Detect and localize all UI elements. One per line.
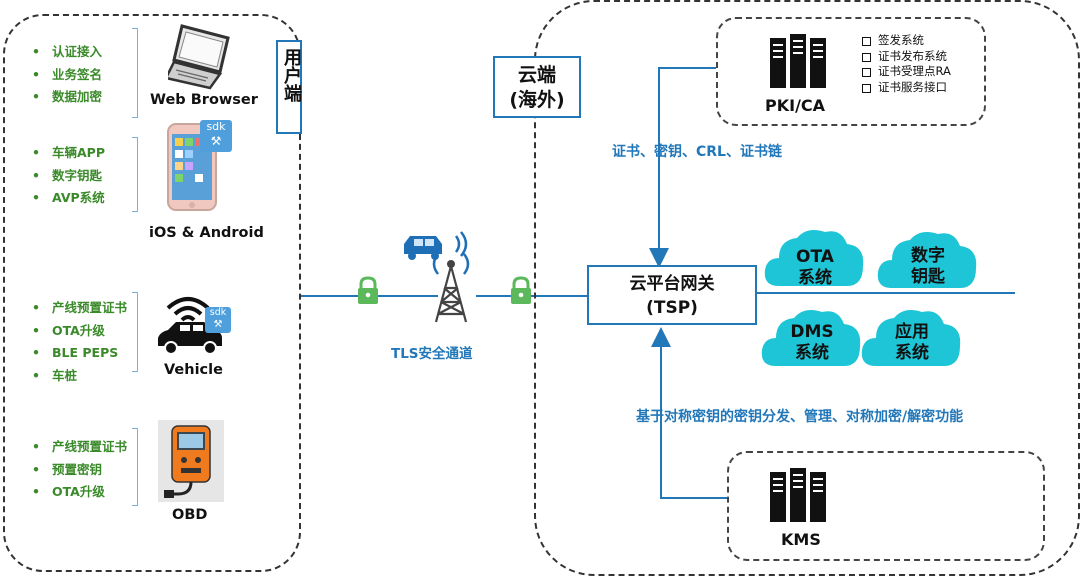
cloud-gateway-box: 云平台网关 (TSP) [587, 265, 757, 325]
lock-icon [358, 276, 378, 304]
server-rack-icon [770, 468, 826, 522]
list-item: 车辆APP [30, 142, 105, 165]
ota-service-line2: 系统 [798, 268, 832, 288]
connected-car-icon [158, 297, 222, 355]
application-service-line1: 应用 [895, 322, 929, 342]
list-item: 认证接入 [30, 41, 102, 64]
list-item: AVP系统 [30, 187, 105, 210]
obd-bullet-list: 产线预置证书 预置密钥 OTA升级 [30, 436, 127, 504]
web-bracket [132, 28, 138, 118]
list-item: 证书服务接口 [860, 80, 951, 96]
pki-ca-label: PKI/CA [765, 96, 826, 115]
smartphone-icon [167, 123, 217, 211]
laptop-icon [168, 24, 230, 90]
list-item: 证书受理点RA [860, 64, 951, 80]
list-item: 预置密钥 [30, 459, 127, 482]
lock-icon [511, 276, 531, 304]
pki-function-list: 签发系统 证书发布系统 证书受理点RA 证书服务接口 [860, 33, 951, 95]
kms-label: KMS [781, 530, 821, 549]
vehicle-bracket [132, 292, 138, 372]
list-item: 数据加密 [30, 86, 102, 109]
cell-tower-icon [404, 231, 470, 323]
obd-bracket [132, 428, 138, 506]
list-item: 产线预置证书 [30, 297, 127, 320]
digital-key-service-line2: 钥匙 [911, 267, 945, 287]
dms-service-line1: DMS [790, 322, 834, 342]
web-browser-label: Web Browser [150, 92, 258, 108]
list-item: 产线预置证书 [30, 436, 127, 459]
wrench-icon: ⚒ [210, 134, 222, 148]
list-item: 签发系统 [860, 33, 951, 49]
cloud-side-label: 云端 (海外) [493, 56, 581, 118]
sdk-badge: sdk ⚒ [205, 307, 231, 333]
web-bullet-list: 认证接入 业务签名 数据加密 [30, 41, 102, 109]
user-side-region [3, 14, 301, 572]
kms-flow-label: 基于对称密钥的密钥分发、管理、对称加密/解密功能 [636, 409, 964, 425]
list-item: 证书发布系统 [860, 49, 951, 65]
cloud-icon [861, 310, 961, 366]
list-item: 业务签名 [30, 64, 102, 87]
pki-flow-label: 证书、密钥、CRL、证书链 [612, 144, 782, 160]
sdk-badge-text: sdk [209, 307, 227, 318]
server-rack-icon [770, 34, 826, 88]
cloud-icon [761, 310, 861, 366]
list-item: OTA升级 [30, 481, 127, 504]
digital-key-service-label: 数字 钥匙 [893, 246, 963, 288]
dms-service-label: DMS 系统 [777, 322, 847, 364]
cloud-icon [764, 230, 864, 286]
cloud-icon [877, 232, 977, 288]
ota-service-label: OTA 系统 [780, 247, 850, 289]
digital-key-service-line1: 数字 [911, 246, 945, 266]
user-side-label: 用户端 [276, 40, 302, 134]
vehicle-label: Vehicle [164, 362, 223, 378]
ota-service-line1: OTA [796, 247, 834, 267]
mobile-label: iOS & Android [149, 225, 264, 241]
mobile-bullet-list: 车辆APP 数字钥匙 AVP系统 [30, 142, 105, 210]
vehicle-bullet-list: 产线预置证书 OTA升级 BLE PEPS 车桩 [30, 297, 127, 387]
list-item: BLE PEPS [30, 342, 127, 365]
mobile-bracket [132, 137, 138, 212]
sdk-badge: sdk ⚒ [200, 120, 232, 152]
user-side-label-text: 用户端 [281, 48, 302, 102]
wrench-icon: ⚒ [213, 319, 223, 330]
application-service-line2: 系统 [895, 343, 929, 363]
cloud-side-label-line1: 云端 [517, 64, 556, 86]
sdk-badge-text: sdk [206, 120, 226, 133]
cloud-side-label-line2: (海外) [509, 89, 565, 111]
obd-scanner-icon [158, 420, 224, 502]
obd-label: OBD [172, 507, 208, 523]
cloud-gateway-line1: 云平台网关 [629, 274, 715, 294]
list-item: 数字钥匙 [30, 165, 105, 188]
pki-ca-region [716, 17, 986, 126]
dms-service-line2: 系统 [795, 343, 829, 363]
list-item: 车桩 [30, 365, 127, 388]
tls-channel-label: TLS安全通道 [391, 346, 473, 362]
application-service-label: 应用 系统 [877, 322, 947, 364]
list-item: OTA升级 [30, 320, 127, 343]
kms-region [727, 451, 1045, 561]
cloud-gateway-line2: (TSP) [646, 298, 698, 318]
